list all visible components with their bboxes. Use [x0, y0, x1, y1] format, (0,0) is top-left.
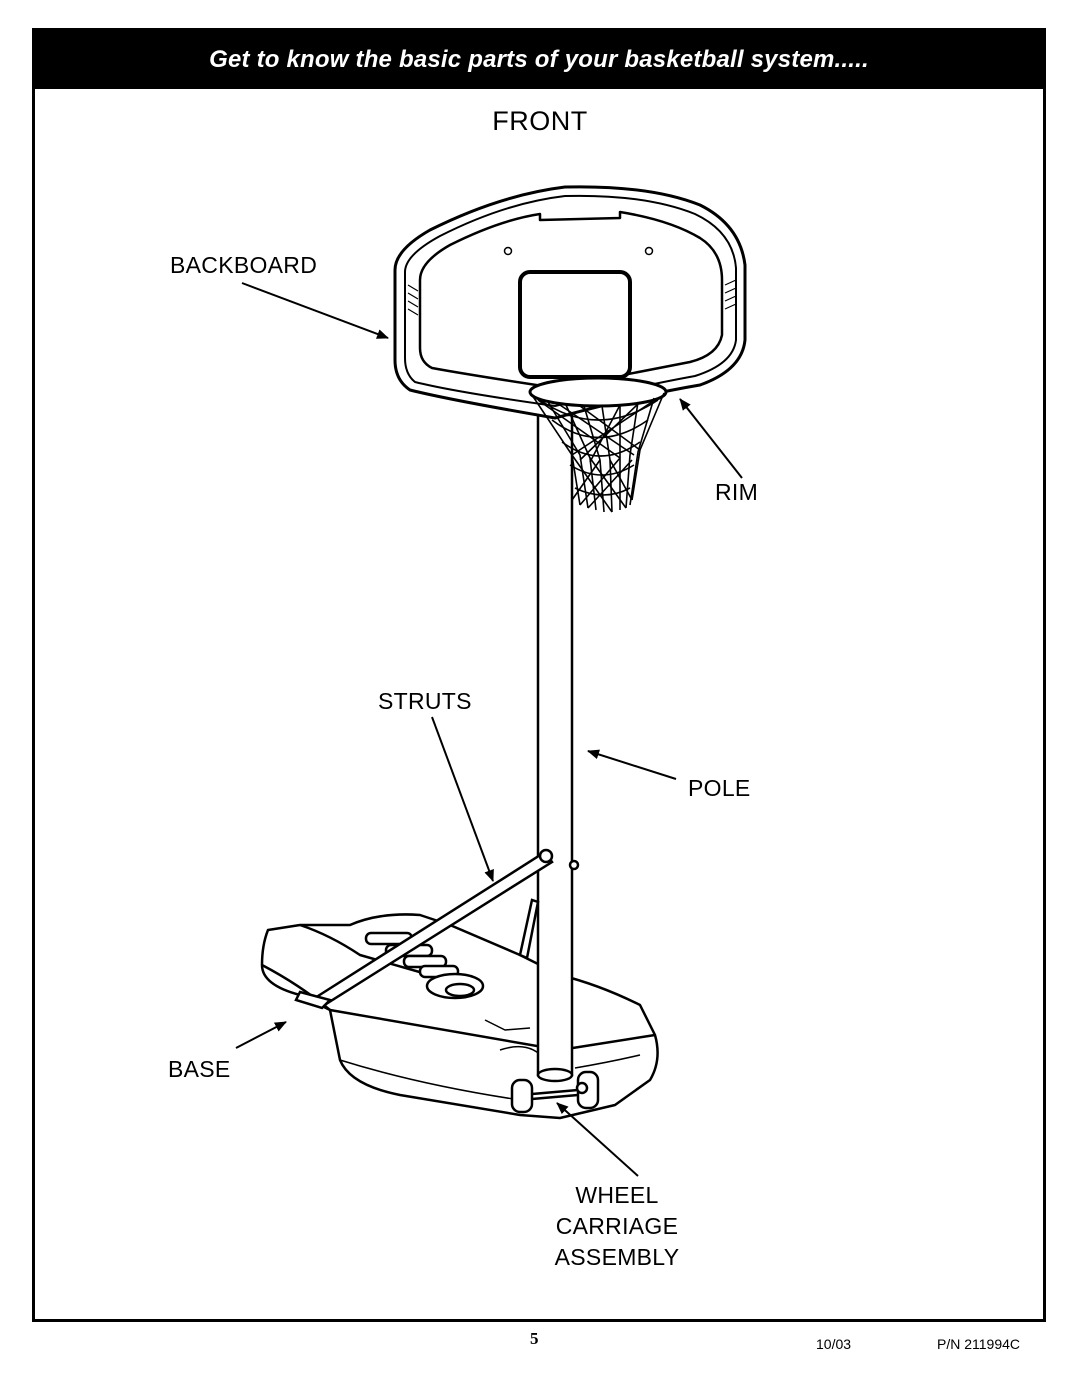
struts-illustration: [294, 848, 554, 1010]
wheel-carriage-illustration: [510, 1070, 600, 1114]
wheel-carriage-label-line-1: WHEEL: [575, 1182, 659, 1208]
rim-label: RIM: [715, 479, 759, 505]
backboard-illustration: [393, 185, 747, 420]
revision-date: 10/03: [816, 1336, 852, 1352]
base-label: BASE: [168, 1056, 231, 1082]
struts-label: STRUTS: [378, 688, 472, 714]
wheel-carriage-label-line-3: ASSEMBLY: [554, 1244, 680, 1270]
part-number: P/N 211994C: [937, 1336, 1021, 1352]
base-arrow: [235, 1021, 287, 1049]
leader-arrows: [235, 282, 743, 1177]
header-bar: Get to know the basic parts of your bask…: [35, 31, 1043, 89]
pole-illustration: [536, 413, 580, 1083]
page-frame: Get to know the basic parts of your bask…: [32, 28, 1046, 1322]
wheel-carriage-arrow: [556, 1102, 639, 1177]
backboard-arrow: [241, 282, 389, 339]
backboard-label: BACKBOARD: [170, 252, 318, 278]
wheel-carriage-label-line-2: CARRIAGE: [555, 1213, 679, 1239]
view-title: FRONT: [492, 106, 588, 136]
page-number: 5: [530, 1329, 539, 1348]
pole-arrow: [587, 749, 677, 780]
pole-label: POLE: [688, 775, 751, 801]
header-title: Get to know the basic parts of your bask…: [209, 46, 869, 73]
struts-arrow: [431, 716, 494, 882]
rim-arrow: [679, 398, 743, 479]
rim-illustration: [528, 376, 668, 513]
wheel-carriage-label: WHEEL CARRIAGE ASSEMBLY: [540, 1180, 694, 1273]
